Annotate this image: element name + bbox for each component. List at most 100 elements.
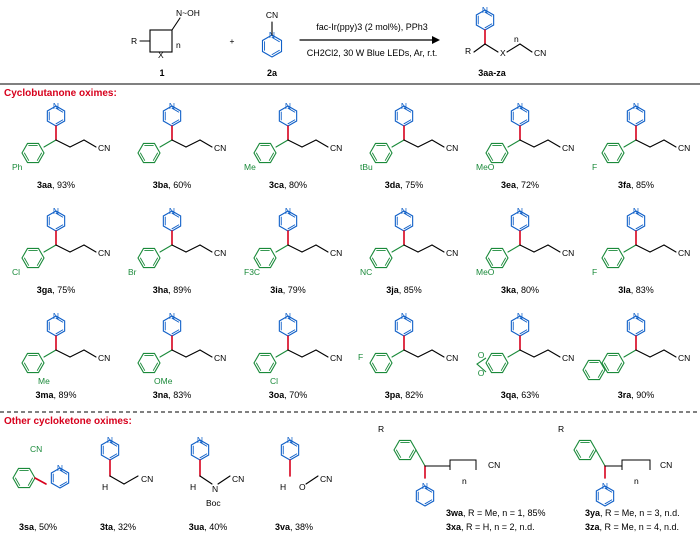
substituent-label: Cl (12, 267, 20, 277)
aryl-ring (137, 352, 161, 374)
aryl-ring-double-bond (152, 257, 159, 266)
nitrile-label: CN (320, 474, 332, 484)
chain-bond (171, 244, 187, 253)
naphthyl-ring (582, 359, 606, 381)
yield-text: , 89% (54, 390, 77, 400)
aryl-bond (43, 349, 57, 358)
nitrile-label: CN (214, 248, 226, 258)
yield-text: , 85% (399, 285, 422, 295)
pyridine-ring-double-bond (271, 36, 280, 43)
chain-bond (301, 139, 317, 148)
yield-text: , 79% (283, 285, 306, 295)
aryl-ring-double-bond (603, 362, 610, 371)
condition-top: fac-Ir(ppy)3 (2 mol%), PPh3 (316, 22, 428, 32)
nitrile-label: CN (232, 474, 244, 484)
pyridine-ring-double-bond (171, 119, 180, 125)
nitrile-label: CN (446, 143, 458, 153)
section-cyclobutanone: Cyclobutanone oximes: (4, 88, 117, 99)
compound-id: 3ma (35, 390, 54, 400)
product-label: 3aa, 93% (37, 180, 75, 190)
chain-bond (484, 43, 499, 53)
yield-text: , 70% (284, 390, 307, 400)
pyridine-ring-double-bond (403, 119, 412, 125)
pyridine-ring-double-bond (171, 212, 180, 218)
oxime-label: N~OH (176, 8, 200, 18)
condition-bottom: CH2Cl2, 30 W Blue LEDs, Ar, r.t. (307, 48, 438, 58)
aryl-ring (137, 247, 161, 269)
pyridine-n-atom: N (57, 463, 63, 473)
pyridine-ring-double-bond (171, 107, 180, 113)
yield-text: , 60% (168, 180, 191, 190)
aryl-ring-double-bond (371, 152, 378, 161)
chain-bond (533, 139, 549, 148)
aryl-ring (485, 142, 509, 164)
aryl-bond (623, 139, 637, 148)
pyridine-ring-double-bond (287, 212, 296, 218)
aryl-ring-double-bond (255, 362, 262, 371)
pyridine-ring-double-bond (109, 453, 118, 459)
pyridine-n-atom: N (53, 206, 59, 216)
pyridine-n-atom: N (53, 101, 59, 111)
pyridine-ring (50, 467, 70, 489)
aryl-bond (159, 139, 173, 148)
compound-id: 3xa (446, 522, 462, 532)
yield-text: , 75% (400, 180, 423, 190)
pyridine-ring-double-bond (271, 49, 280, 56)
chain-bond (83, 244, 97, 253)
aryl-ring-double-bond (268, 152, 275, 161)
aryl-ring-double-bond (14, 477, 21, 486)
nitrile-label: CN (562, 143, 574, 153)
yield-text: , 82% (400, 390, 423, 400)
chain-bond (287, 139, 303, 148)
arrow-head (432, 36, 440, 44)
aryl-bond (415, 449, 426, 467)
aryl-ring-double-bond (139, 257, 146, 266)
aryl-ring-double-bond (395, 449, 402, 458)
c-n-bond (171, 17, 181, 31)
chain-bond (55, 244, 71, 253)
n-sub: n (634, 476, 639, 486)
yield-text: , 85% (631, 180, 654, 190)
aryl-bond (159, 349, 173, 358)
aryl-bond (275, 139, 289, 148)
h-atom: H (280, 482, 286, 492)
nitrile-label: CN (562, 248, 574, 258)
aryl-ring (21, 352, 45, 374)
aryl-ring (369, 247, 393, 269)
chain-bond (403, 139, 419, 148)
compound-id: 3za (585, 522, 601, 532)
substituent-label: F3C (244, 267, 260, 277)
aryl-bond (507, 349, 521, 358)
pyridine-n-atom: N (285, 311, 291, 321)
compound-id: 3fa (618, 180, 632, 190)
chain-bond (287, 349, 303, 358)
aryl-bond (159, 244, 173, 253)
pyridine-n-atom: N (482, 5, 488, 15)
compound-id: 3ra (618, 390, 633, 400)
pyridine-ring-double-bond (635, 107, 644, 113)
product-label: 3pa, 82% (385, 390, 424, 400)
aryl-ring-double-bond (139, 362, 146, 371)
product-label: 3za, R = Me, n = 4, n.d. (585, 522, 679, 532)
yield-text: , R = Me, n = 3, n.d. (600, 508, 680, 518)
substituent-label: F (592, 162, 597, 172)
aryl-ring-double-bond (371, 362, 378, 371)
aryl-ring (21, 247, 45, 269)
pyridine-ring-double-bond (199, 453, 208, 459)
pyridine-n-atom: N (401, 206, 407, 216)
product-label: 3ka, 80% (501, 285, 539, 295)
chain-bond (199, 349, 213, 358)
nitrile-label: CN (214, 143, 226, 153)
aryl-ring-double-bond (152, 362, 159, 371)
chain-bond (403, 244, 419, 253)
aryl-bond (391, 139, 405, 148)
chain-bond (649, 349, 665, 358)
yield-text: , 63% (516, 390, 539, 400)
pyridine-ring-double-bond (287, 224, 296, 230)
pyridine-ring-double-bond (55, 119, 64, 125)
